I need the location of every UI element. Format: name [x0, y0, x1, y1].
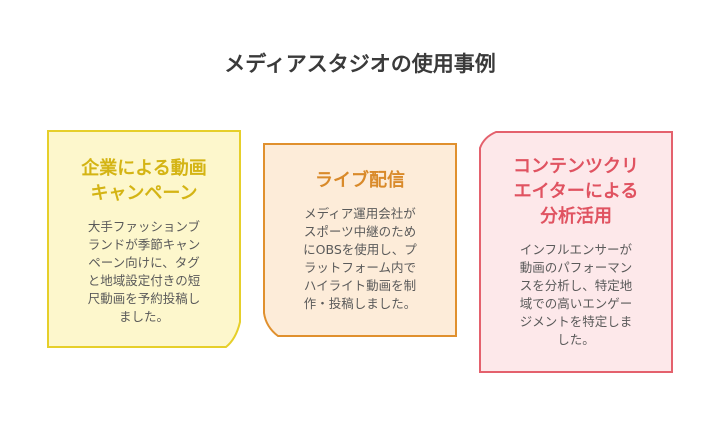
card-corporate-campaign: 企業による動画 キャンペーン 大手ファッションブ ランドが季節キャン ペーン向け… [56, 156, 232, 326]
card-shape-corporate [47, 130, 241, 348]
card-live-streaming: ライブ配信 メディア運用会社が スポーツ中継のため にOBSを使用し、プ ラット… [272, 168, 448, 313]
card-shape-creator [479, 131, 673, 373]
card-description: インフルエンサーが 動画のパフォーマン スを分析し、特定地 域での高いエンゲー … [519, 242, 633, 347]
page-title: メディアスタジオの使用事例 [224, 52, 496, 76]
card-description: メディア運用会社が スポーツ中継のため にOBSを使用し、プ ラットフォーム内で… [303, 206, 417, 311]
card-title: ライブ配信 [315, 170, 405, 191]
card-title: コンテンツクリ エイターによる 分析活用 [513, 156, 639, 227]
card-shape-live [263, 143, 457, 337]
card-title: 企業による動画 キャンペーン [81, 158, 207, 204]
card-description: 大手ファッションブ ランドが季節キャン ペーン向けに、タグ と地域設定付きの短 … [87, 219, 201, 324]
card-creator-analytics: コンテンツクリ エイターによる 分析活用 インフルエンサーが 動画のパフォーマン… [490, 154, 662, 349]
